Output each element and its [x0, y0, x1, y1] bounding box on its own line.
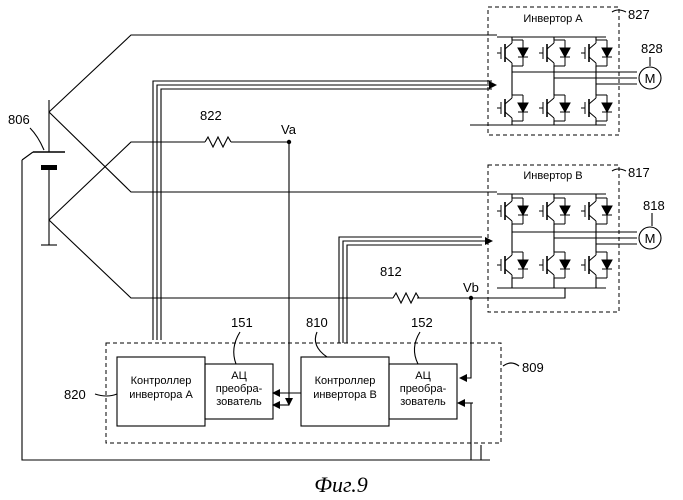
resistor-822 [205, 137, 289, 147]
motor-a-ref: 828 [641, 41, 663, 56]
adc-a-line1: АЦ [231, 370, 246, 382]
controller-a-line2: инвертора А [129, 389, 193, 401]
adc-b-ref: 152 [411, 315, 433, 330]
figure-caption: Фиг.9 [314, 472, 368, 497]
inverter-a-label: Инвертор А [523, 13, 583, 25]
controller-b: Контроллер инвертора В [301, 357, 389, 426]
resistor-812 [393, 293, 419, 303]
controller-a: Контроллер инвертора А [117, 357, 205, 426]
motor-a-label: M [645, 71, 656, 86]
inverter-b-label: Инвертор В [523, 170, 582, 182]
controller-b-ref: 810 [306, 315, 328, 330]
inverter-b: Инвертор В [488, 165, 637, 312]
node-va-label: Va [281, 122, 297, 137]
adc-b-line1: АЦ [415, 370, 430, 382]
resistor-812-ref: 812 [380, 264, 402, 279]
adc-b-line2: преобра- [400, 383, 447, 395]
adc-a-line2: преобра- [216, 383, 263, 395]
control-unit-ref: 809 [522, 360, 544, 375]
adc-a-line3: зователь [216, 396, 262, 408]
motor-b-label: M [645, 231, 656, 246]
inverter-a-ref: 827 [628, 7, 650, 22]
battery-ref: 806 [8, 112, 30, 127]
adc-b: АЦ преобра- зователь [389, 364, 457, 419]
adc-b-line3: зователь [400, 396, 446, 408]
controller-b-line1: Контроллер [315, 375, 376, 387]
motor-b: M [639, 227, 661, 249]
motor-b-ref: 818 [643, 198, 665, 213]
controller-a-line1: Контроллер [131, 375, 192, 387]
controller-b-line2: инвертора В [313, 389, 377, 401]
motor-a: M [639, 67, 661, 89]
controller-a-ref: 820 [64, 387, 86, 402]
node-vb-label: Vb [463, 280, 479, 295]
adc-a: АЦ преобра- зователь [205, 364, 273, 419]
inverter-b-ref: 817 [628, 165, 650, 180]
inverter-a: Инвертор А [488, 7, 637, 135]
adc-a-ref: 151 [231, 315, 253, 330]
resistor-822-ref: 822 [200, 108, 222, 123]
